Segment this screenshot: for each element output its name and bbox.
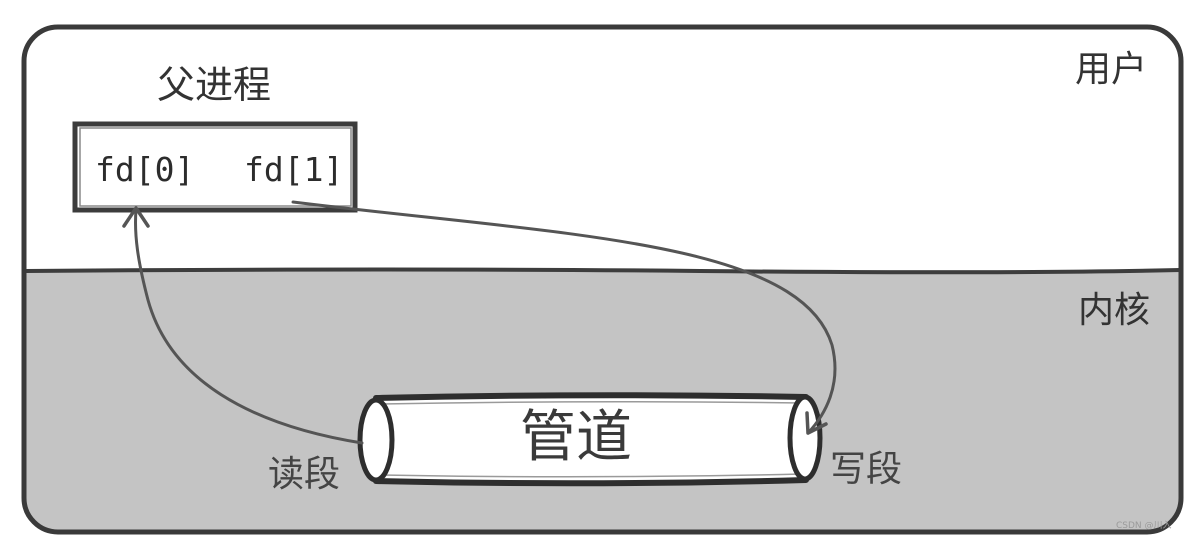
pipe-write-end — [787, 394, 823, 482]
pipe-top-highlight — [379, 400, 803, 405]
parent-process-title: 父进程 — [157, 63, 272, 107]
watermark: CSDN @川入 — [1116, 521, 1172, 531]
write-end-label: 写段 — [830, 449, 903, 490]
pipe-bottom-edge — [373, 477, 809, 487]
read-end-label: 读段 — [268, 454, 341, 495]
pipe-label: 管道 — [520, 405, 632, 470]
fd-read-label: fd[0] — [95, 150, 195, 189]
kernel-space-label: 内核 — [1078, 290, 1151, 331]
pipe-top-edge — [373, 392, 809, 401]
read-flow-arrow — [134, 208, 364, 445]
read-arrow-head — [122, 206, 150, 228]
write-arrow-head — [805, 411, 828, 435]
pipe-read-end — [357, 397, 395, 483]
outer-frame — [21, 24, 1184, 535]
process-box — [72, 121, 358, 213]
fd-write-label: fd[1] — [244, 150, 344, 189]
user-kernel-boundary — [24, 267, 1182, 275]
process-box-inner-edge — [79, 127, 352, 207]
pipe-body-fill — [377, 395, 816, 483]
write-flow-arrow — [291, 200, 837, 435]
user-space-label: 用户 — [1075, 49, 1148, 90]
pipe-bottom-highlight — [379, 473, 803, 478]
